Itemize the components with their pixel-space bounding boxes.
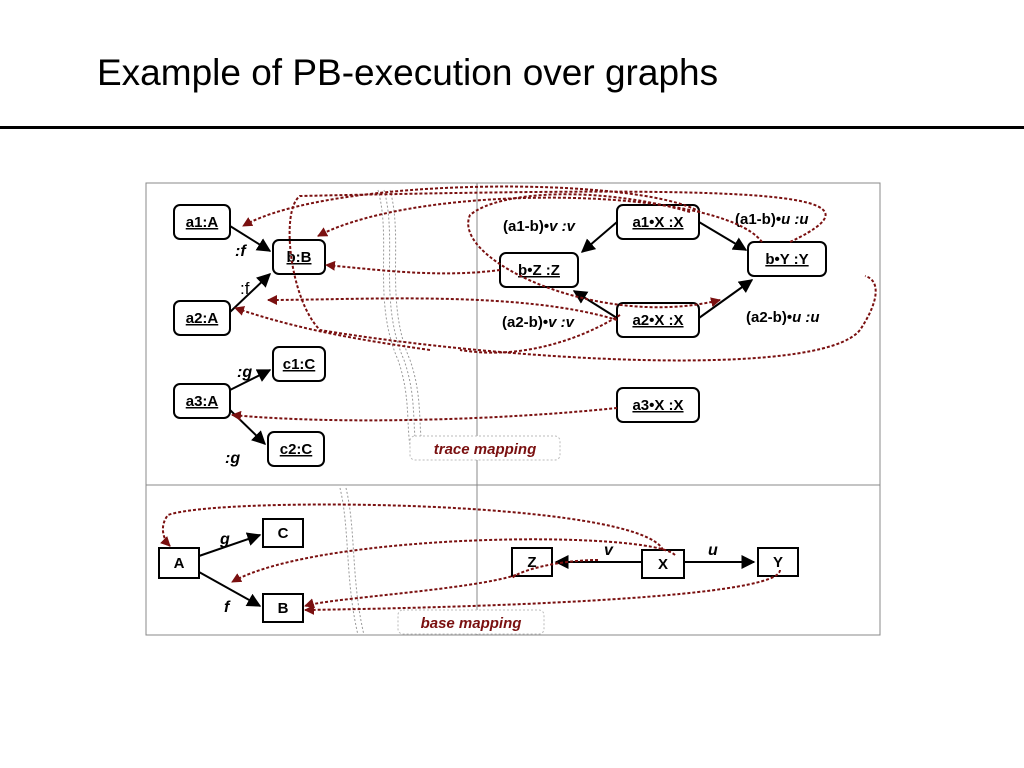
edge-label-a1b-u-type: :u <box>790 211 808 228</box>
edge-label-a1b-u: (a1-b)•u :u <box>735 211 809 228</box>
base-node-B: B <box>262 593 304 623</box>
trace-mapping-text: trace mapping <box>434 441 537 458</box>
node-a3x-label: a3•X :X <box>632 397 683 414</box>
node-a1-label: a1:A <box>186 214 219 231</box>
base-node-Y-label: Y <box>773 554 783 571</box>
base-node-Z: Z <box>511 547 553 577</box>
panel-frame <box>145 182 881 636</box>
base-node-X-label: X <box>658 556 668 573</box>
base-node-A-label: A <box>174 555 185 572</box>
edge-label-a1b-u-var: u <box>781 211 790 228</box>
edge-label-g2: :g <box>225 450 240 467</box>
edge-label-f1: :f <box>235 243 247 260</box>
edge-label-a1b-u-prefix: (a1-b)• <box>735 211 781 228</box>
base-mapping-label: base mapping <box>397 609 545 635</box>
trace-separator-band <box>377 189 425 456</box>
base-mapping-text: base mapping <box>421 615 522 632</box>
edge-label-f2: :f <box>240 279 250 298</box>
node-by-label: b•Y :Y <box>765 251 808 268</box>
base-edge-label-v: v <box>604 542 614 559</box>
node-bz: b•Z :Z <box>499 252 579 288</box>
edge-label-a2b-v-var: v <box>548 314 558 331</box>
trace-mapping-label: trace mapping <box>409 435 561 461</box>
base-node-Z-label: Z <box>527 554 536 571</box>
node-a2x-label: a2•X :X <box>632 312 683 329</box>
node-a2: a2:A <box>173 300 231 336</box>
edge-label-a1b-v-var: v <box>549 218 559 235</box>
edge-label-a1b-v: (a1-b)•v :v <box>503 218 577 235</box>
node-a2-label: a2:A <box>186 310 219 327</box>
edge-label-a2b-v-prefix: (a2-b)• <box>502 314 548 331</box>
base-node-C-label: C <box>278 525 289 542</box>
base-node-Y: Y <box>757 547 799 577</box>
node-c2: c2:C <box>267 431 325 467</box>
node-c1-label: c1:C <box>283 356 316 373</box>
edge-label-a2b-u: (a2-b)•u :u <box>746 309 820 326</box>
base-left-edges <box>198 532 262 607</box>
node-c1: c1:C <box>272 346 326 382</box>
edge-label-g1: :g <box>237 364 252 381</box>
edge-label-a2b-u-prefix: (a2-b)• <box>746 309 792 326</box>
node-a3-label: a3:A <box>186 393 219 410</box>
base-node-B-label: B <box>278 600 289 617</box>
trace-mapping-arrows <box>231 185 877 422</box>
node-by: b•Y :Y <box>747 241 827 277</box>
slide-title: Example of PB-execution over graphs <box>97 52 719 93</box>
base-separator-band <box>339 487 365 636</box>
edge-label-a2b-v: (a2-b)•v :v <box>502 314 576 331</box>
edge-label-a1b-v-prefix: (a1-b)• <box>503 218 549 235</box>
node-c2-label: c2:C <box>280 441 313 458</box>
edge-label-a1b-v-type: :v <box>557 218 576 235</box>
base-node-A: A <box>158 547 200 579</box>
base-edge-label-u: u <box>708 542 718 559</box>
edge-label-a2b-u-var: u <box>792 309 801 326</box>
node-a1x-label: a1•X :X <box>632 214 683 231</box>
node-b: b:B <box>272 239 326 275</box>
title-rule <box>0 126 1024 129</box>
node-a3x: a3•X :X <box>616 387 700 423</box>
instance-right-edges <box>572 221 754 319</box>
base-edge-label-f: f <box>224 599 231 616</box>
node-a1: a1:A <box>173 204 231 240</box>
edge-label-a2b-v-type: :v <box>556 314 575 331</box>
edge-label-a2b-u-type: :u <box>801 309 819 326</box>
base-edge-label-g: g <box>219 531 230 548</box>
node-a1x: a1•X :X <box>616 204 700 240</box>
base-node-C: C <box>262 518 304 548</box>
base-node-X: X <box>641 549 685 579</box>
node-bz-label: b•Z :Z <box>518 262 560 279</box>
node-a2x: a2•X :X <box>616 302 700 338</box>
node-a3: a3:A <box>173 383 231 419</box>
base-mapping-arrows <box>160 503 781 615</box>
